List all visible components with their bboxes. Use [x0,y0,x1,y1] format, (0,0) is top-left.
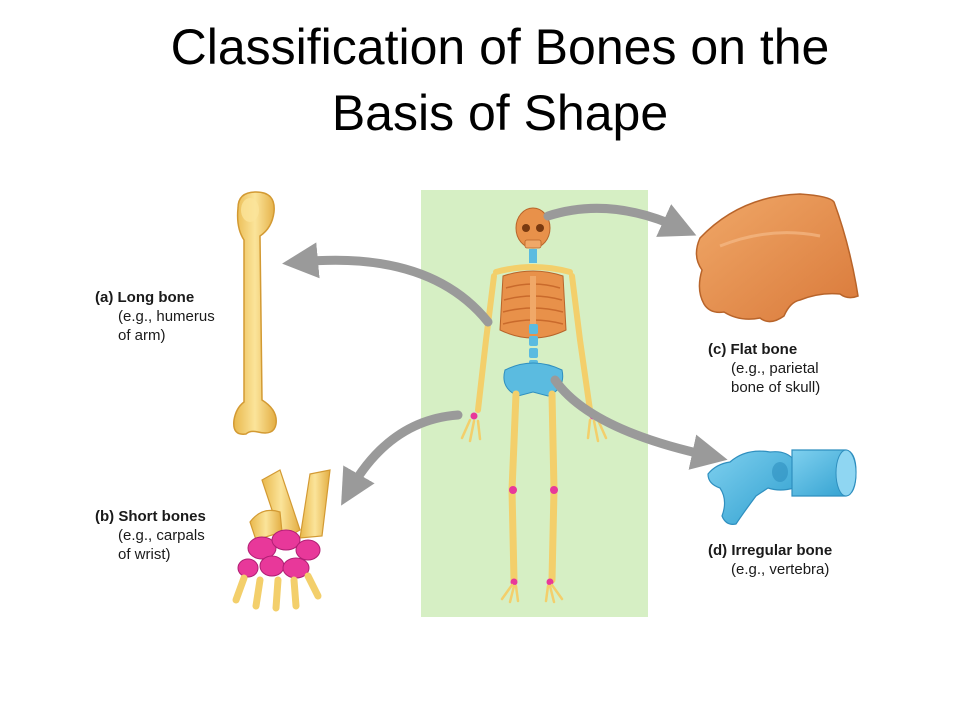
label-name: Short bones [118,508,206,525]
label-short-bones: (b) Short bones (e.g., carpals of wrist) [95,507,206,564]
wrist-carpals-icon [232,469,331,612]
pointer-arrows [282,203,728,506]
arrow-to-long-bone [282,242,493,327]
vertebra-icon [707,449,857,525]
label-letter: (b) [95,508,115,525]
label-example-line-2: bone of skull) [731,379,821,396]
label-name: Irregular bone [731,542,833,559]
label-letter: (d) [708,542,728,559]
skull-icon [515,207,551,249]
arrow-to-flat-bone [543,203,697,237]
slide-title: Classification of Bones on the Basis of … [40,14,960,146]
title-line-2: Basis of Shape [331,85,669,141]
label-example-line-2: of wrist) [118,546,171,563]
label-irregular-bone: (d) Irregular bone (e.g., vertebra) [708,541,832,579]
label-example-line-1: (e.g., parietal [731,360,819,377]
label-letter: (a) [95,289,114,306]
label-example-line-1: (e.g., carpals [118,527,205,544]
label-long-bone: (a) Long bone (e.g., humerus of arm) [95,288,215,345]
label-flat-bone: (c) Flat bone (e.g., parietal bone of sk… [708,340,820,397]
spine-icon [529,324,538,368]
humerus-icon [233,191,277,435]
label-example-line-1: (e.g., vertebra) [731,561,830,578]
label-letter: (c) [708,341,727,358]
label-example-line-2: of arm) [118,327,166,344]
label-example-line-1: (e.g., humerus [118,308,215,325]
parietal-bone-icon [695,193,859,323]
title-line-1: Classification of Bones on the [170,19,830,75]
arrow-to-short-bones [341,410,463,506]
rib-cage-icon [499,270,567,339]
arrow-to-irregular-bone [550,375,728,470]
label-name: Flat bone [730,341,798,358]
label-name: Long bone [117,289,195,306]
skeleton-figure [460,207,608,604]
